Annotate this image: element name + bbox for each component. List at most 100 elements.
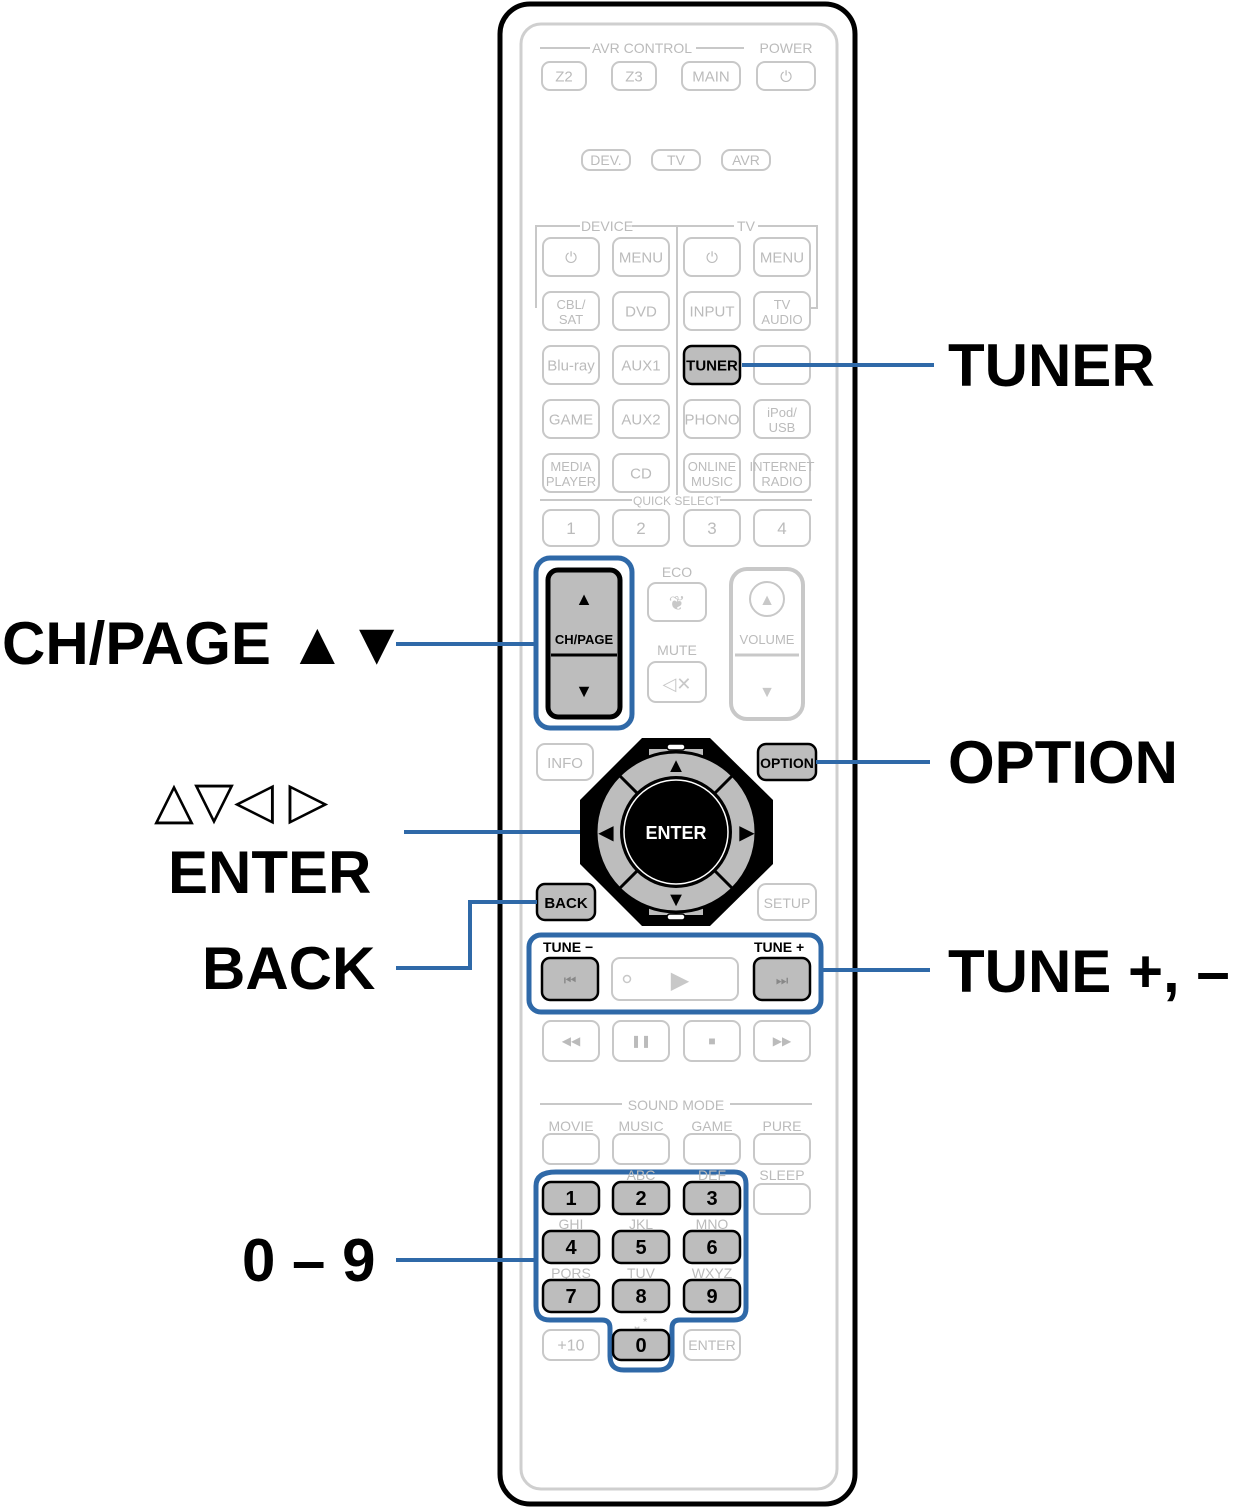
tune-plus-button[interactable] <box>752 956 812 1002</box>
digit-button-8-shape <box>611 1278 671 1314</box>
sound-mode-button-0-shape <box>542 1133 600 1165</box>
plus10-button[interactable]: +10 <box>542 1329 600 1361</box>
digit-button-9[interactable]: 9 <box>682 1278 742 1314</box>
source-row1-button-1[interactable]: AUX1 <box>612 345 670 385</box>
quick-select-button-3[interactable]: 4 <box>753 509 811 547</box>
source-row1-button-0-label: Blu-ray <box>547 357 595 374</box>
sound-mode-name-0: MOVIE <box>548 1118 593 1134</box>
digit-button-0[interactable]: 0 <box>611 1328 671 1362</box>
transport-button-1-shape <box>612 1020 670 1062</box>
source-row2-button-3-label: USB <box>769 420 796 435</box>
sound-mode-name-1: MUSIC <box>618 1118 663 1134</box>
source-row3-button-2-label: ONLINE <box>688 459 737 474</box>
digit-button-4[interactable]: 4 <box>541 1229 601 1265</box>
sleep-button[interactable] <box>753 1183 811 1215</box>
sound-mode-button-0[interactable] <box>542 1133 600 1165</box>
transport-button-3-shape <box>753 1020 811 1062</box>
enter-button[interactable] <box>620 776 732 888</box>
setup-button[interactable] <box>757 883 817 921</box>
device-row2-button-0-label: CBL/ <box>557 297 586 312</box>
mode-button-0[interactable]: DEV. <box>581 149 631 171</box>
digit-button-8[interactable]: 8 <box>611 1278 671 1314</box>
mode-button-1[interactable]: TV <box>651 149 701 171</box>
arrow-up-icon: ▲ <box>666 755 686 777</box>
digit-button-7-label: 7 <box>565 1286 576 1308</box>
sound-mode-button-3-shape <box>753 1133 811 1165</box>
quick-select-button-0[interactable]: 1 <box>542 509 600 547</box>
source-row1-button-0[interactable]: Blu-ray <box>542 345 600 385</box>
sound-mode-button-2[interactable] <box>683 1133 741 1165</box>
sound-mode-button-3[interactable] <box>753 1133 811 1165</box>
device-row2-button-3-label: TV <box>774 297 791 312</box>
sound-mode-button-1-shape <box>612 1133 670 1165</box>
digit-button-2-shape <box>611 1180 671 1216</box>
digit-button-0-label: 0 <box>635 1335 646 1357</box>
digit-button-2[interactable]: 2 <box>611 1180 671 1216</box>
source-row1-button-2-label: TUNER <box>686 357 738 374</box>
zone-button-0-shape <box>541 61 587 91</box>
sound-mode-label: SOUND MODE <box>628 1097 724 1113</box>
sound-mode-button-1[interactable] <box>612 1133 670 1165</box>
source-row3-button-2-label: MUSIC <box>691 474 733 489</box>
info-button[interactable] <box>536 743 594 781</box>
quick-select-button-1-label: 2 <box>636 519 645 538</box>
device-row2-button-1[interactable]: DVD <box>612 291 670 331</box>
letters-label-1: DEF <box>698 1167 726 1183</box>
source-row3-button-0-label: PLAYER <box>546 474 596 489</box>
source-row2-button-2[interactable]: PHONO <box>683 399 741 439</box>
transport-button-0[interactable]: ◀◀ <box>542 1020 600 1062</box>
zone-button-2[interactable]: MAIN <box>681 61 741 91</box>
digit-button-1-shape <box>541 1180 601 1216</box>
volume-label: VOLUME <box>740 632 795 647</box>
source-row2-button-0[interactable]: GAME <box>542 399 600 439</box>
device-row2-button-3-label: AUDIO <box>761 312 802 327</box>
source-row2-button-3[interactable]: iPod/USB <box>753 399 811 439</box>
mode-button-2[interactable]: AVR <box>721 149 771 171</box>
device-row2-button-1-label: DVD <box>625 303 657 320</box>
transport-button-2[interactable]: ■ <box>683 1020 741 1062</box>
zone-button-0[interactable]: Z2 <box>541 61 587 91</box>
back-leader <box>396 900 537 970</box>
device-row1-button-1[interactable]: MENU <box>612 237 670 277</box>
source-row1-button-2[interactable]: TUNER <box>682 344 742 386</box>
ch-page-button[interactable] <box>545 567 623 720</box>
play-button[interactable] <box>611 957 739 1001</box>
device-row2-button-2[interactable]: INPUT <box>683 291 741 331</box>
source-row3-button-1[interactable]: CD <box>612 453 670 493</box>
eco-button[interactable] <box>647 582 707 622</box>
enter-small-button[interactable]: ENTER <box>683 1329 741 1361</box>
device-row2-button-3-shape <box>753 291 811 331</box>
tune-minus-button[interactable] <box>540 956 600 1002</box>
transport-button-1[interactable]: ❚❚ <box>612 1020 670 1062</box>
mute-button[interactable] <box>647 661 707 703</box>
digit-button-6[interactable]: 6 <box>682 1229 742 1265</box>
source-row3-button-1-shape <box>612 453 670 493</box>
source-row3-button-1-label: CD <box>630 465 652 482</box>
quick-select-button-2[interactable]: 3 <box>683 509 741 547</box>
digit-button-2-label: 2 <box>635 1188 646 1210</box>
source-row2-button-0-shape <box>542 399 600 439</box>
source-row2-button-1[interactable]: AUX2 <box>612 399 670 439</box>
transport-button-3[interactable]: ▶▶ <box>753 1020 811 1062</box>
device-row1-button-3[interactable]: MENU <box>753 237 811 277</box>
skip-back-icon: ⏮ <box>564 972 577 988</box>
digit-button-1[interactable]: 1 <box>541 1180 601 1216</box>
digit-button-3[interactable]: 3 <box>682 1180 742 1216</box>
device-row1-button-2[interactable]: ⏻ <box>683 237 741 277</box>
digit-button-5[interactable]: 5 <box>611 1229 671 1265</box>
device-row1-button-0[interactable]: ⏻ <box>542 237 600 277</box>
zone-button-1[interactable]: Z3 <box>611 61 657 91</box>
device-row2-button-0-shape <box>542 291 600 331</box>
eco-label: ECO <box>662 564 692 580</box>
source-row2-button-2-shape <box>683 399 741 439</box>
digit-button-9-shape <box>682 1278 742 1314</box>
digit-button-7[interactable]: 7 <box>541 1278 601 1314</box>
quick-select-button-1[interactable]: 2 <box>612 509 670 547</box>
device-row2-button-0[interactable]: CBL/SAT <box>542 291 600 331</box>
zone-button-3[interactable]: ⏻ <box>756 61 816 91</box>
volume-button[interactable] <box>729 567 805 721</box>
